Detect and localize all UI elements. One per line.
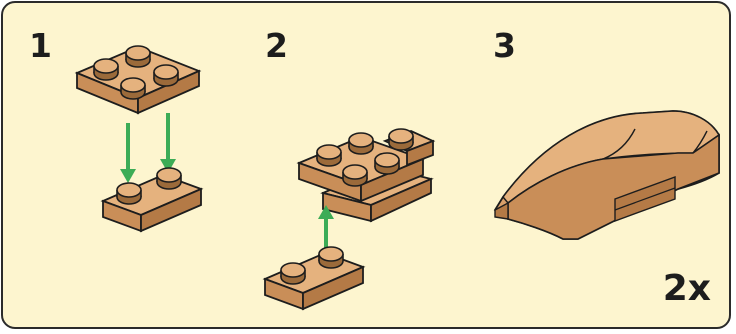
instruction-panel: 1 2 3 (1, 1, 731, 329)
step-1-illustration (77, 46, 201, 231)
step-2-illustration (265, 129, 433, 309)
step-3-illustration (495, 111, 719, 239)
step-3-curved-slope (495, 111, 719, 239)
instruction-illustrations (3, 3, 731, 329)
step-1-plate-1x2 (103, 168, 201, 231)
step-2-plate-1x2 (265, 247, 363, 309)
quantity-multiplier: 2x (663, 271, 711, 307)
step-2-assembly (299, 129, 433, 221)
step-1-plate-2x2 (77, 46, 199, 113)
